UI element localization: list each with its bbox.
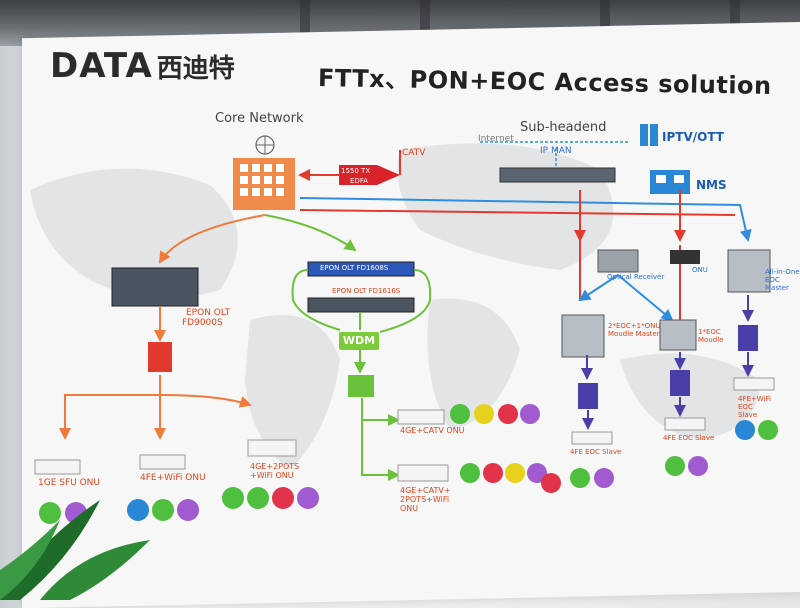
service-icons [39, 404, 778, 524]
optical-receiver-device [597, 249, 639, 273]
eoc-slave-device-2 [664, 417, 706, 431]
core-network-label: Core Network [215, 111, 304, 126]
internet-label: Internet [478, 134, 514, 144]
tx-label: 1550 TX [341, 167, 371, 175]
epon-olt-fd1616s [307, 297, 415, 313]
building-icon [578, 325, 758, 409]
nms-computer-icon [650, 170, 690, 194]
onu-label: ONU [692, 266, 708, 274]
wdm-box: WDM [339, 332, 379, 350]
iptv-label: IPTV/OTT [662, 130, 724, 144]
moudle-master-label: 2*EOC+1*ONU Moudle Master [608, 322, 661, 338]
plant-leaves [0, 500, 150, 600]
building-icon [348, 375, 374, 397]
epon-olt-left-model: FD9000S [182, 318, 223, 328]
onu3-label: 4GE+2POTS +WiFi ONU [250, 462, 300, 480]
sub-headend-olt [499, 167, 616, 183]
catv-pots-onu-device [397, 464, 449, 482]
epon-olt-mid-bottom-label: EPON OLT FD1616S [332, 287, 401, 295]
epon-olt-mid-top-label: EPON OLT FD1608S [320, 264, 389, 272]
building-icon [148, 342, 172, 372]
wifi-onu-device [139, 454, 186, 470]
eoc-master-label: All-in-One EOC Master [765, 268, 800, 292]
edfa-label: EDFA [350, 177, 368, 185]
iptv-server-icon [640, 124, 658, 146]
onu5-label: 4GE+CATV+ 2POTS+WiFi ONU [400, 486, 451, 513]
catv-tx-edfa [339, 150, 401, 185]
onu-device [670, 250, 700, 264]
eoc-slave-device-1 [571, 431, 613, 445]
moudle-master-device [561, 314, 605, 358]
eoc-master-device [727, 249, 771, 293]
pots-onu-device [247, 439, 297, 457]
slave2-label: 4FE EOC Slave [663, 434, 715, 442]
slave1-label: 4FE EOC Slave [570, 448, 622, 456]
sfu-onu-device [34, 459, 81, 475]
epon-olt-fd9000s [111, 267, 199, 307]
epon-olt-left-label: EPON OLT [186, 308, 231, 318]
sub-headend-label: Sub-headend [520, 120, 607, 135]
onu1-label: 1GE SFU ONU [38, 478, 100, 488]
brand-name-cn: 西迪特 [156, 53, 235, 84]
onu2-label: 4FE+WiFi ONU [140, 473, 206, 483]
eoc-moudle-label: 1*EOC Moudle [698, 328, 724, 344]
data-logo: DATA 西迪特 [50, 46, 235, 86]
ip-man-label: IP MAN [540, 146, 572, 156]
eoc-moudle-device [659, 319, 697, 351]
onu4-label: 4GE+CATV ONU [400, 426, 465, 435]
catv-onu-device [397, 409, 445, 425]
nms-label: NMS [696, 178, 727, 192]
brand-name: DATA [50, 46, 153, 86]
optical-receiver-label: Optical Receiver [607, 273, 665, 281]
core-building-icon [233, 135, 295, 210]
catv-label: CATV [402, 148, 426, 158]
eoc-slave-device-3 [733, 377, 775, 391]
slave3-label: 4FE+WiFi EOC Slave [738, 395, 771, 419]
